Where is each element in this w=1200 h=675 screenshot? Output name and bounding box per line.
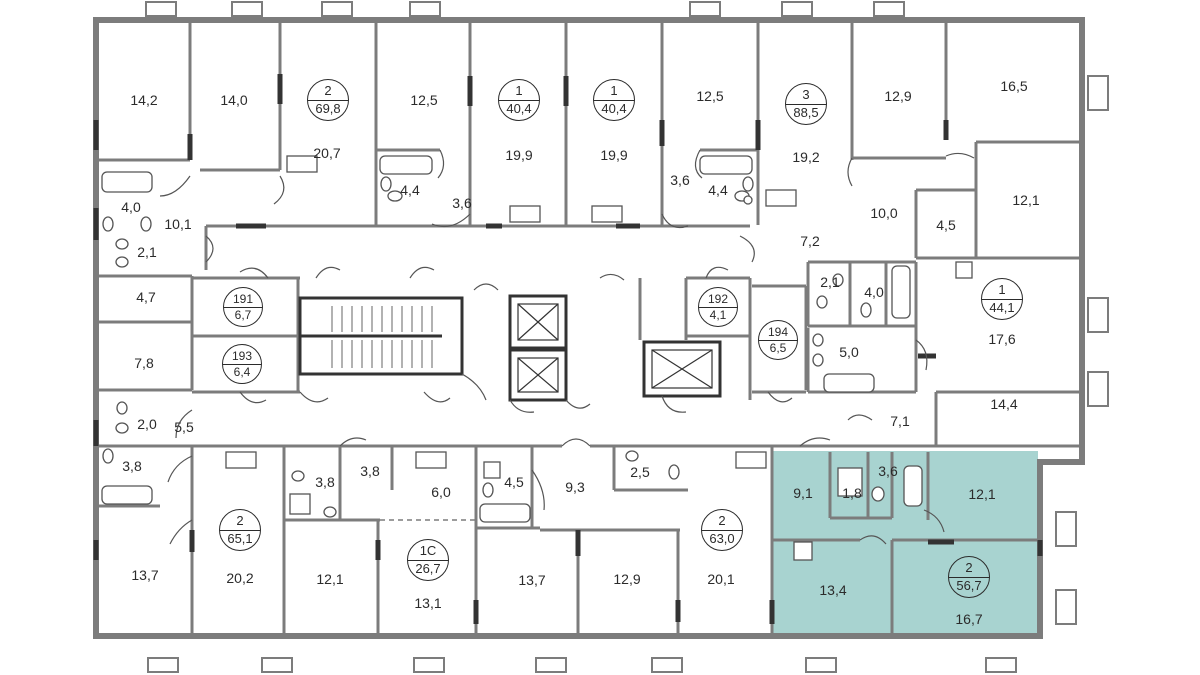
apartment-badge[interactable]: 1 40,4	[593, 79, 635, 121]
apartment-area: 26,7	[415, 561, 441, 576]
apartment-area: 40,4	[601, 101, 627, 116]
interior-walls	[96, 20, 1082, 636]
apartment-badge[interactable]: 2 63,0	[701, 509, 743, 551]
stair-steps	[331, 306, 433, 368]
apartment-area: 63,0	[709, 531, 735, 546]
bathroom-fixtures	[101, 155, 973, 561]
apartment-rooms: 1	[610, 83, 618, 98]
apartment-area: 44,1	[989, 300, 1015, 315]
bottom-windows	[147, 657, 1017, 673]
apartment-area: 56,7	[956, 578, 982, 593]
storage-number: 193	[231, 349, 253, 363]
apartment-badge[interactable]: 1 44,1	[981, 278, 1023, 320]
storage-number: 191	[232, 292, 254, 306]
apartment-badge-highlighted[interactable]: 2 56,7	[948, 556, 990, 598]
elevators	[508, 294, 722, 402]
apartment-badge[interactable]: 1 40,4	[498, 79, 540, 121]
apartment-rooms: 2	[236, 513, 244, 528]
elevator-crosses	[517, 303, 713, 393]
apartment-badge[interactable]: 2 65,1	[219, 509, 261, 551]
storage-area: 6,4	[233, 365, 251, 379]
storage-area: 6,5	[769, 341, 787, 355]
storage-area: 6,7	[234, 308, 252, 322]
storage-area: 4,1	[709, 308, 727, 322]
apartment-rooms: 2	[718, 513, 726, 528]
top-windows	[145, 1, 905, 17]
apartment-rooms: 1	[998, 282, 1006, 297]
apartment-area: 69,8	[315, 101, 341, 116]
apartment-rooms: 2	[965, 560, 973, 575]
outer-walls	[93, 17, 1085, 639]
apartment-badge[interactable]: 2 69,8	[307, 79, 349, 121]
apartment-badge[interactable]: 1С 26,7	[407, 539, 449, 581]
storage-badge[interactable]: 194 6,5	[758, 320, 798, 360]
apartment-rooms: 1	[515, 83, 523, 98]
storage-badge[interactable]: 191 6,7	[223, 287, 263, 327]
apartment-rooms: 2	[324, 83, 332, 98]
right-windows	[1055, 75, 1109, 625]
door-swings	[159, 149, 975, 545]
wall-accents	[93, 74, 1043, 624]
stair-core	[298, 296, 464, 376]
storage-badge[interactable]: 192 4,1	[698, 287, 738, 327]
apartment-rooms: 3	[802, 87, 810, 102]
apartment-rooms: 1С	[419, 543, 437, 558]
apartment-area: 40,4	[506, 101, 532, 116]
apartment-area: 65,1	[227, 531, 253, 546]
apartment-area: 88,5	[793, 105, 819, 120]
storage-number: 192	[707, 292, 729, 306]
storage-number: 194	[767, 325, 789, 339]
apartment-badge[interactable]: 3 88,5	[785, 83, 827, 125]
storage-badge[interactable]: 193 6,4	[222, 344, 262, 384]
